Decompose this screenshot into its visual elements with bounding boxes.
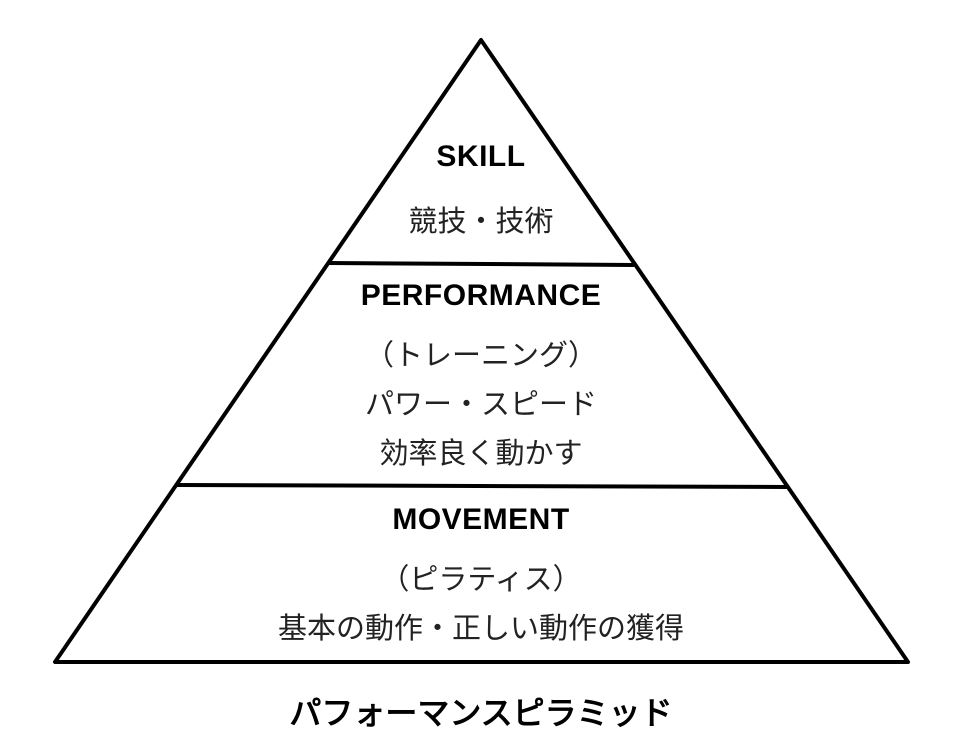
tier-line: （トレーニング）: [365, 338, 597, 372]
tier-divider-bottom: [175, 483, 788, 489]
tier-heading: SKILL: [436, 140, 525, 173]
pyramid-outline: [53, 38, 910, 664]
tier-heading: PERFORMANCE: [361, 279, 602, 312]
tier-performance: PERFORMANCE （トレーニング） パワー・スピード 効率良く動かす: [361, 279, 602, 470]
tier-line: 競技・技術: [408, 204, 553, 238]
tier-line: （ピラティス）: [380, 562, 581, 596]
diagram-title: パフォーマンスピラミッド: [289, 694, 672, 732]
tier-movement: MOVEMENT （ピラティス） 基本の動作・正しい動作の獲得: [278, 503, 684, 645]
tier-heading: MOVEMENT: [392, 503, 569, 536]
tier-line: パワー・スピード: [365, 387, 597, 421]
tier-skill: SKILL 競技・技術: [408, 140, 553, 238]
tier-divider-top: [327, 261, 635, 267]
tier-line: 基本の動作・正しい動作の獲得: [278, 611, 684, 645]
tier-line: 効率良く動かす: [379, 436, 582, 470]
